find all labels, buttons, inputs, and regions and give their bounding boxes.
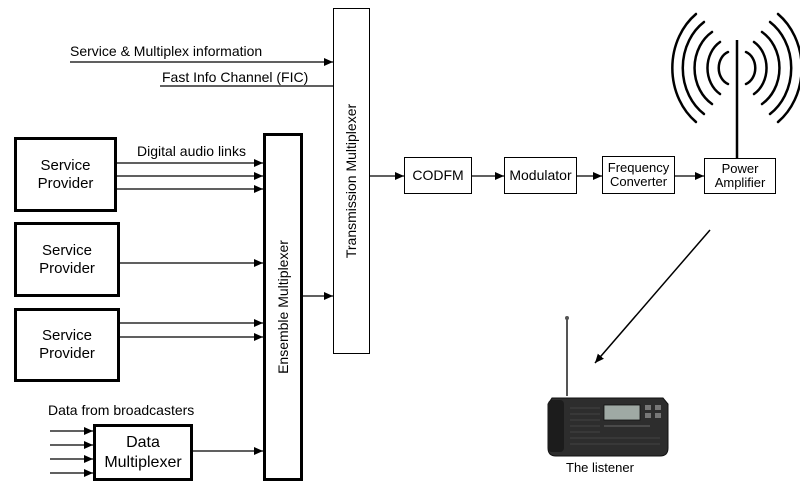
radio-icon [547, 316, 669, 457]
fic-label: Fast Info Channel (FIC) [162, 69, 309, 85]
frequency-converter-line1: Frequency [607, 159, 670, 175]
service-provider-1-line1: Service [40, 156, 91, 174]
service-provider-1-line2: Provider [37, 174, 94, 192]
frequency-converter-line2: Converter [609, 174, 668, 189]
service-provider-3-line1: Service [41, 327, 92, 344]
modulator-label: Modulator [509, 167, 572, 184]
service-info-label: Service & Multiplex information [70, 43, 263, 59]
service-provider-2-line1: Service [41, 241, 92, 259]
transmission-multiplexer-label: Transmission Multiplexer [343, 103, 359, 259]
modulator-box: Modulator [504, 157, 577, 194]
digital-audio-links-label: Digital audio links [137, 143, 246, 159]
codfm-label: CODFM [412, 167, 464, 184]
service-provider-2-line2: Provider [39, 259, 95, 277]
data-multiplexer-line2: Multiplexer [104, 453, 182, 471]
ensemble-multiplexer-box [263, 133, 303, 481]
data-multiplexer-line1: Data [126, 434, 160, 452]
data-from-broadcasters-label: Data from broadcasters [48, 402, 195, 418]
listener-label: The listener [566, 460, 634, 475]
transmission-multiplexer-box [333, 8, 370, 354]
service-provider-3-line2: Provider [39, 345, 95, 362]
antenna-icon [671, 12, 800, 124]
ensemble-multiplexer-label: Ensemble Multiplexer [275, 240, 291, 374]
power-amplifier-line2: Amplifier [714, 175, 766, 190]
radio-display [603, 404, 641, 421]
broadcast-arrow [594, 229, 711, 364]
power-amplifier-line1: Power [721, 160, 759, 176]
codfm-box: CODFM [404, 157, 472, 194]
